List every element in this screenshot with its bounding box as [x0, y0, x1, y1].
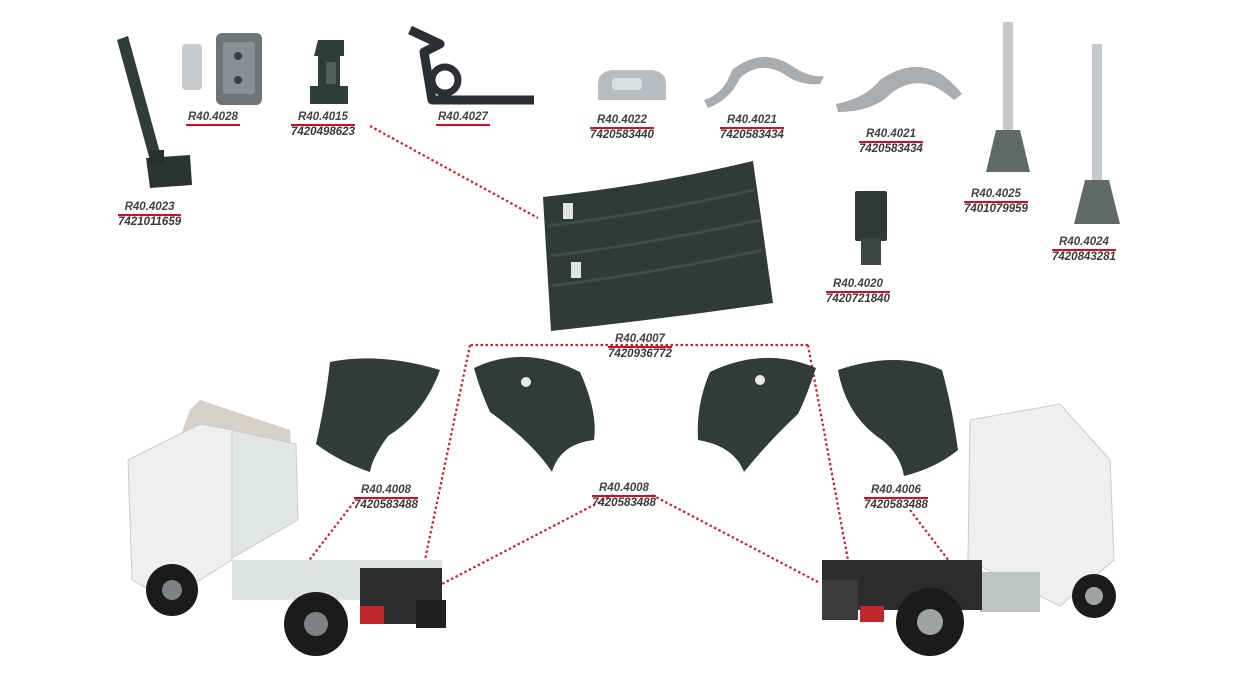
- leader-line-4015: [369, 125, 539, 219]
- part-post-4025: [986, 22, 1030, 172]
- part-number: 7420583440: [590, 129, 654, 141]
- part-number: 7420721840: [826, 293, 890, 305]
- part-fender-left-2: [474, 356, 595, 472]
- part-number: 7421011659: [118, 216, 182, 228]
- part-ref: R40.4021: [720, 114, 784, 129]
- label-r40-4021a: R40.4021 7420583434: [720, 114, 784, 142]
- part-number: 7420583488: [354, 499, 418, 511]
- label-r40-4007: R40.4007 7420936772: [608, 333, 672, 361]
- part-ref: R40.4020: [826, 278, 890, 293]
- part-ref: R40.4024: [1052, 236, 1116, 251]
- part-number: 7420936772: [608, 348, 672, 360]
- part-holder-4020: [855, 191, 887, 265]
- label-r40-4025: R40.4025 7401079959: [964, 188, 1028, 216]
- part-number: 7420583488: [592, 497, 656, 509]
- label-r40-4021b: R40.4021 7420583434: [859, 128, 923, 156]
- part-number: 7420498623: [291, 126, 355, 138]
- part-number: 7420843281: [1052, 251, 1116, 263]
- part-mudguard-4007: [543, 161, 773, 331]
- part-ref: R40.4006: [864, 484, 928, 499]
- part-ref: R40.4008: [592, 482, 656, 497]
- part-ref: R40.4015: [291, 111, 355, 126]
- leader-line-4008b-left: [439, 494, 614, 586]
- part-fender-right-2: [838, 360, 958, 476]
- part-fender-right-1: [697, 357, 816, 472]
- part-number: 7401079959: [964, 203, 1028, 215]
- part-ref: R40.4023: [118, 201, 182, 216]
- part-ref: R40.4007: [608, 333, 672, 348]
- label-r40-4008a: R40.4008 7420583488: [354, 484, 418, 512]
- truck-right: [822, 403, 1116, 656]
- part-ref: R40.4022: [590, 114, 654, 129]
- part-ref: R40.4027: [436, 111, 490, 126]
- label-r40-4008b: R40.4008 7420583488: [592, 482, 656, 510]
- leader-line-4008b-right: [651, 494, 819, 583]
- part-ref: R40.4028: [186, 111, 240, 126]
- part-number: 7420583434: [859, 143, 923, 155]
- leader-line-4007-left: [420, 344, 472, 575]
- label-r40-4023: R40.4023 7421011659: [118, 201, 182, 229]
- label-r40-4020: R40.4020 7420721840: [826, 278, 890, 306]
- part-tube-bracket-4023: [117, 36, 192, 188]
- leader-line-4007-right: [806, 344, 850, 561]
- part-ref: R40.4025: [964, 188, 1028, 203]
- truck-left: [127, 400, 446, 656]
- label-r40-4027: R40.4027: [436, 111, 490, 126]
- part-long-bracket-4027: [408, 25, 534, 105]
- label-r40-4028: R40.4028: [186, 111, 240, 126]
- label-r40-4022: R40.4022 7420583440: [590, 114, 654, 142]
- part-clamp-4022: [598, 70, 666, 100]
- part-bracket-4028: [182, 33, 262, 105]
- label-r40-4006: R40.4006 7420583488: [864, 484, 928, 512]
- label-r40-4024: R40.4024 7420843281: [1052, 236, 1116, 264]
- part-clip-4015: [310, 40, 348, 104]
- part-post-4024: [1074, 44, 1120, 224]
- part-number: 7420583488: [864, 499, 928, 511]
- part-ref: R40.4008: [354, 484, 418, 499]
- part-fender-left-1: [316, 358, 440, 472]
- part-ref: R40.4021: [859, 128, 923, 143]
- part-curved-bracket-4021a: [704, 56, 824, 108]
- part-curved-bracket-4021b: [836, 66, 962, 112]
- label-r40-4015: R40.4015 7420498623: [291, 111, 355, 139]
- part-number: 7420583434: [720, 129, 784, 141]
